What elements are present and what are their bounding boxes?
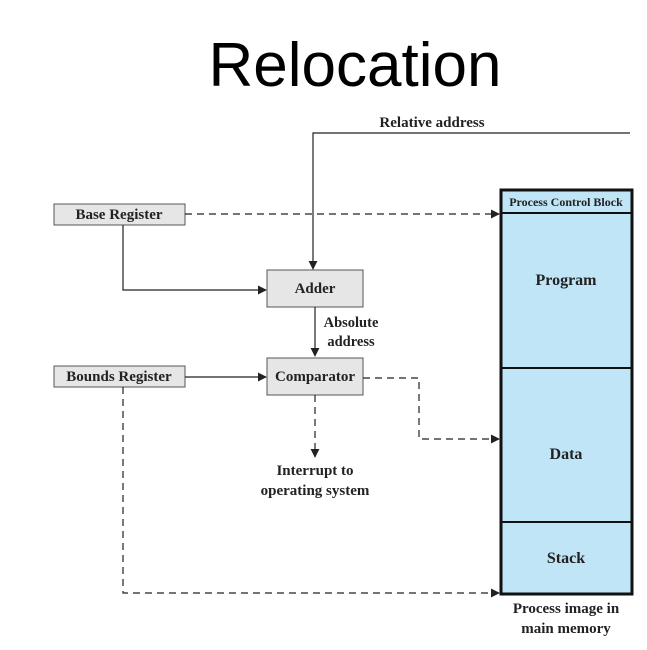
comparator-to-data-line <box>363 377 500 444</box>
absolute-address-label-line2: address <box>327 334 375 350</box>
relative-address-label: Relative address <box>379 115 484 131</box>
memory-data-label: Data <box>550 446 583 463</box>
adder-box <box>266 269 364 308</box>
base-register-label: Base Register <box>75 207 162 223</box>
bounds-to-stack-line <box>122 387 500 598</box>
memory-program-label: Program <box>535 272 597 289</box>
adder-label: Adder <box>295 281 336 297</box>
memory-pcb-label: Process Control Block <box>509 195 623 209</box>
memory-stack-label: Stack <box>547 550 585 567</box>
base-to-adder-line <box>122 225 267 295</box>
bounds-register-label: Bounds Register <box>66 369 172 385</box>
comparator-label: Comparator <box>275 369 355 385</box>
process-image-caption-line2: main memory <box>521 621 611 637</box>
relative-address-line <box>308 132 630 270</box>
interrupt-label-line1: Interrupt to <box>276 463 353 479</box>
page-title: Relocation <box>208 31 502 100</box>
interrupt-label-line2: operating system <box>261 483 370 499</box>
comparator-box <box>266 357 364 396</box>
process-image-caption-line1: Process image in <box>513 601 620 617</box>
process-image-memory <box>499 188 634 596</box>
absolute-address-label-line1: Absolute <box>324 315 379 331</box>
